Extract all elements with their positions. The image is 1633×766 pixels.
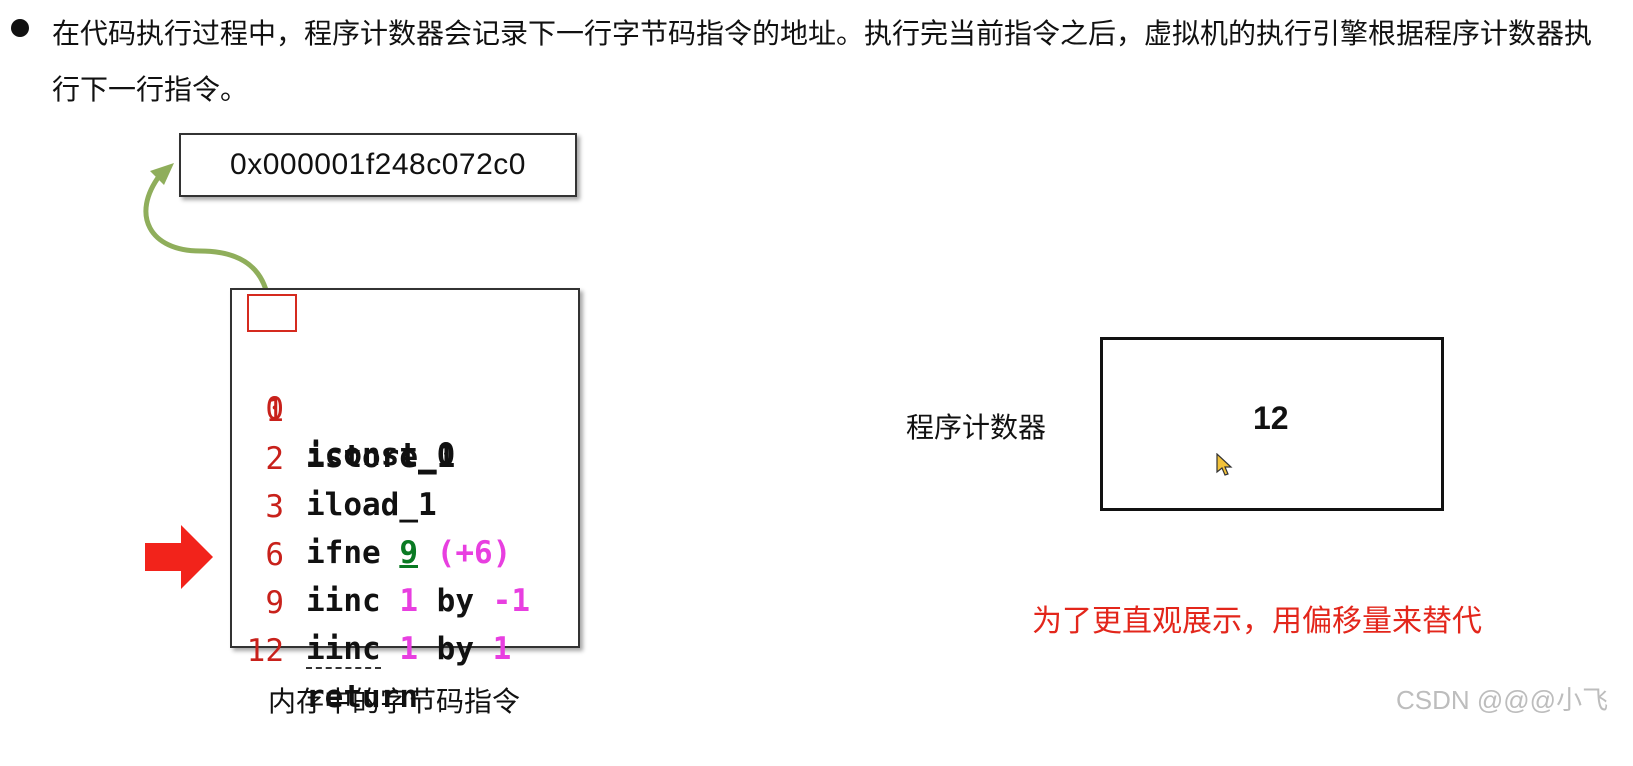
code-instruction: iinc 1 by -1 [306,578,530,624]
code-line-number: 3 [265,489,284,525]
mouse-cursor-icon [1216,453,1233,476]
current-address-highlight [247,294,297,332]
code-line: 9 iinc 1 by 1 [232,534,572,669]
code-instruction: iconst_0 [306,437,456,473]
code-instruction: iinc 1 by 1 [306,626,511,672]
bytecode-box: 0 iconst_0 1 istore_1 2 iload_1 3 ifne 9… [230,288,580,715]
operand-keyword: by [436,583,474,619]
address-box: 0x000001f248c072c0 [179,133,577,197]
bullet-dot-icon [11,19,29,37]
pc-value: 12 [1253,400,1289,436]
code-instruction: ifne 9 (+6) [306,530,511,576]
code-line-number: 6 [265,537,284,573]
code-line: 1 istore_1 [232,342,572,475]
code-instruction: iload_1 [306,487,437,523]
code-line-number: 1 [265,393,284,429]
opcode: ifne [306,535,381,571]
code-line-number: 12 [246,633,284,669]
jump-offset: (+6) [436,535,512,571]
pc-box: 12 [1100,337,1444,511]
link-arrow-icon [143,163,271,301]
code-instruction: return [306,679,418,715]
code-line-number: 9 [265,585,284,621]
current-instruction-arrow-icon [145,525,213,589]
code-line: 3 ifne 9 (+6) [232,438,572,571]
pc-label: 程序计数器 [906,411,1047,444]
code-line: 2 iload_1 [232,390,572,523]
opcode: iinc [306,631,381,669]
operand-keyword: by [436,631,474,667]
operand: -1 [492,583,530,619]
code-line-number: 2 [265,441,284,477]
address-value: 0x000001f248c072c0 [230,148,526,181]
code-line-number: 0 [265,391,284,427]
code-line: 6 iinc 1 by -1 [232,486,572,619]
code-line: 12 return [232,582,572,715]
offset-note: 为了更直观展示，用偏移量来替代 [1032,604,1482,639]
jump-target: 9 [399,535,418,571]
code-line: 0 iconst_0 [232,294,572,473]
code-instruction: istore_1 [306,439,456,475]
bullet-text: 在代码执行过程中，程序计数器会记录下一行字节码指令的地址。执行完当前指令之后，虚… [52,17,1593,106]
operand: 1 [399,583,418,619]
operand: 1 [492,631,512,667]
memory-caption: 内存中的字节码指令 [268,685,521,718]
opcode: iinc [306,583,381,619]
operand: 1 [399,631,418,667]
watermark: CSDN @@@小飞 [1396,685,1609,715]
